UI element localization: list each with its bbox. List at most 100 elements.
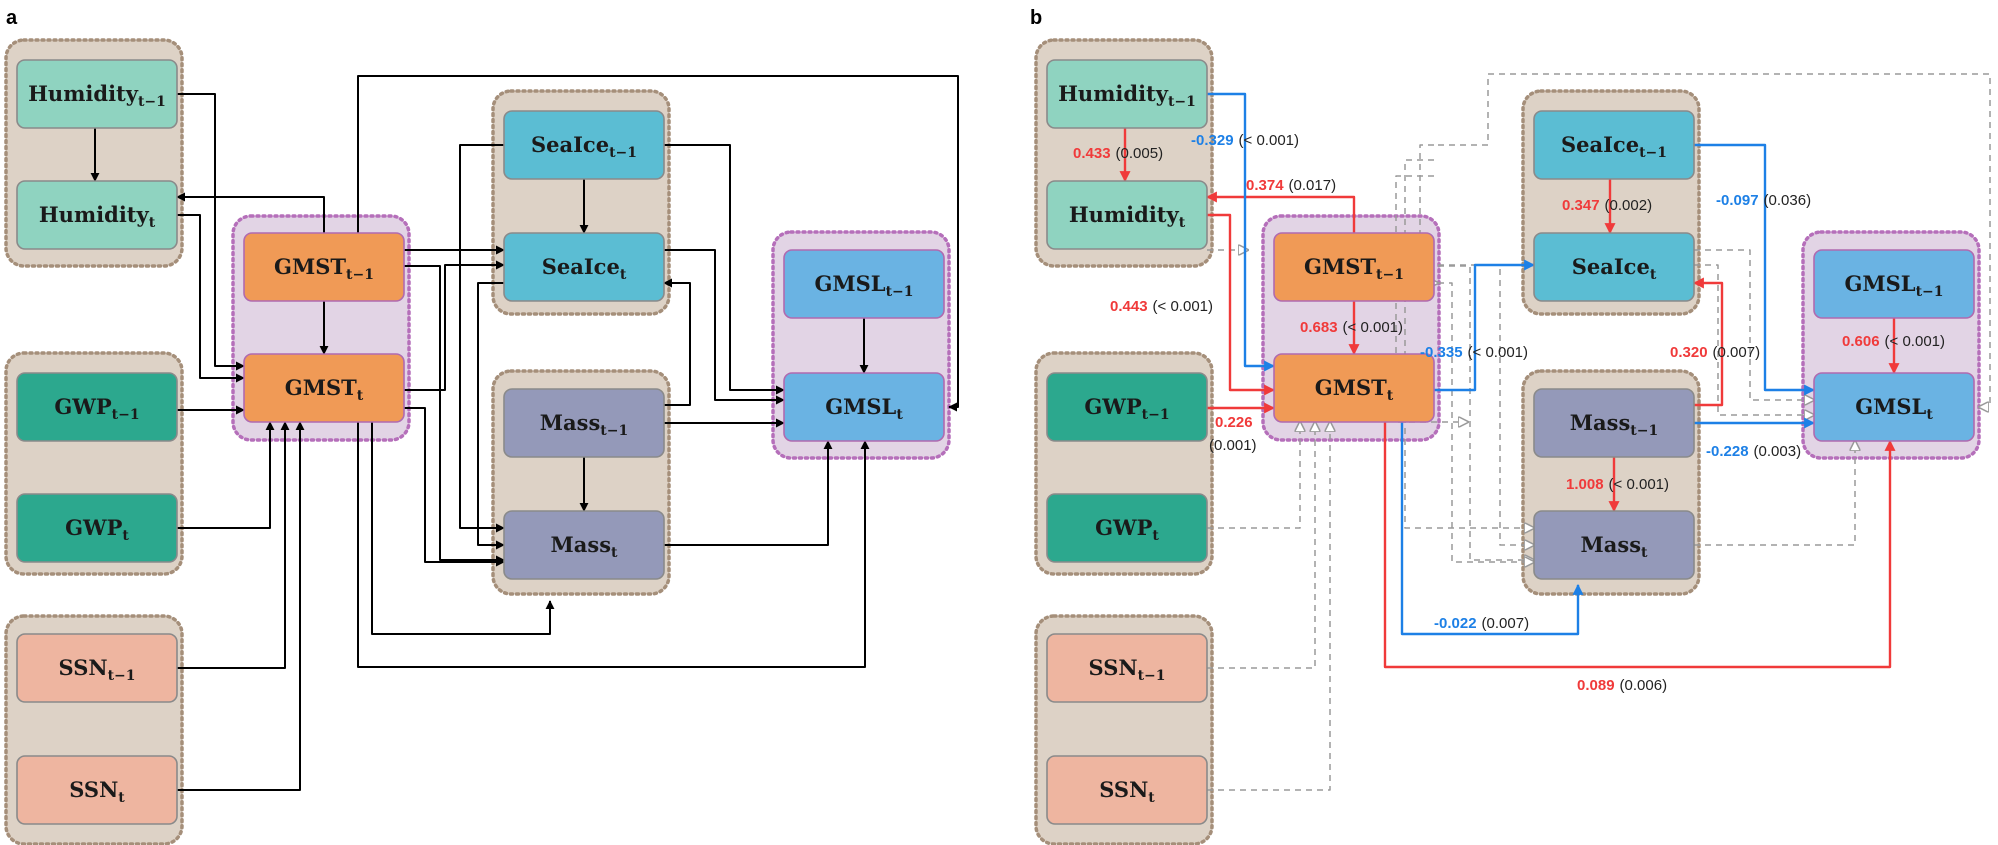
coef-label-mass-seaice: 0.320 (0.007) xyxy=(1670,344,1760,361)
node-box xyxy=(503,110,665,180)
node-gwp-t-a: GWPt xyxy=(16,493,178,563)
edge-mass-prev-to-seaice-t-b xyxy=(1692,277,1724,407)
node-box xyxy=(1046,755,1208,825)
coef-value: -0.022 xyxy=(1434,615,1477,632)
node-gmst-t-b: GMSTt xyxy=(1273,353,1435,423)
node-ssn-prev-b: SSNt−1 xyxy=(1046,633,1208,703)
node-label: GMSTt−1 xyxy=(274,254,374,283)
p-value: (< 0.001) xyxy=(1885,333,1945,350)
coef-label-gwp-gmst: 0.226 xyxy=(1215,414,1253,431)
node-gwp-prev-a: GWPt−1 xyxy=(16,372,178,442)
node-label: SSNt−1 xyxy=(1088,655,1165,684)
coef-label-hum-hum: 0.433(0.005) xyxy=(1073,145,1163,162)
node-humidity-t-b: Humidityt xyxy=(1046,180,1208,250)
p-value: (0.007) xyxy=(1482,615,1530,632)
edge-seaice-t-to-mass-t-a xyxy=(477,282,505,550)
edge-humidity-t-to-gmst-t-b xyxy=(1207,213,1276,396)
coef-label-gmst-mass: -0.022 (0.007) xyxy=(1434,615,1529,632)
node-gmst-prev-b: GMSTt−1 xyxy=(1273,232,1435,302)
coef-label-gmst-gmsl: 0.089 (0.006) xyxy=(1577,677,1667,694)
edge-gmst-t-to-mass-t-b xyxy=(1400,422,1584,636)
node-box xyxy=(1813,249,1975,319)
node-box xyxy=(1046,372,1208,442)
p-value: (0.007) xyxy=(1713,344,1761,361)
coef-value: -0.335 xyxy=(1420,344,1463,361)
edge-ssn-prev-to-gmst-t-b xyxy=(1207,422,1315,669)
node-gwp-t-b: GWPt xyxy=(1046,493,1208,563)
node-label: GWPt−1 xyxy=(54,394,139,423)
node-box xyxy=(243,232,405,302)
edge-ssn-t-to-gmst-t-a xyxy=(177,421,305,791)
node-label: Humidityt−1 xyxy=(28,81,166,110)
node-box xyxy=(1046,493,1208,563)
node-label: SeaIcet−1 xyxy=(531,132,637,161)
node-mass-t-b: Masst xyxy=(1533,510,1695,580)
edge-gmst-t-to-mass-t-a xyxy=(371,422,555,635)
p-value: (0.006) xyxy=(1620,677,1668,694)
node-label: GMSLt−1 xyxy=(1844,271,1943,300)
node-label: SSNt−1 xyxy=(58,655,135,684)
coef-label-gmsl-gmsl: 0.606(< 0.001) xyxy=(1842,333,1945,350)
node-label: GMSLt−1 xyxy=(814,271,913,300)
p-value: (< 0.001) xyxy=(1153,298,1213,315)
coef-value: 0.089 xyxy=(1577,677,1615,694)
coef-label-gmst-gmst: 0.683 (< 0.001) xyxy=(1300,319,1403,336)
p-value: (0.002) xyxy=(1605,197,1653,214)
edge-gmst-t-to-seaice-t-b xyxy=(1434,259,1536,392)
node-box xyxy=(1533,510,1695,580)
p-value: (< 0.001) xyxy=(1609,476,1669,493)
p-value: (< 0.001) xyxy=(1468,344,1528,361)
node-box xyxy=(1046,59,1208,129)
p-value: (< 0.001) xyxy=(1343,319,1403,336)
edge-gmst-t-to-seaice-t-a xyxy=(404,260,505,391)
node-label: GMSTt−1 xyxy=(1304,254,1404,283)
node-box xyxy=(1533,232,1695,302)
edge-seaice-prev-to-seaice-t-alt-b xyxy=(1419,144,1438,283)
edge-ssn-prev-to-gmst-t-a xyxy=(177,421,290,669)
node-box xyxy=(503,510,665,580)
edge-mass-prev-to-seaice-t-a xyxy=(663,278,691,406)
node-box xyxy=(16,493,178,563)
coef-label-gmst-hum: 0.374(0.017) xyxy=(1246,177,1336,194)
node-gmst-prev-a: GMSTt−1 xyxy=(243,232,405,302)
coefficient-label-layer: 0.433(0.005) -0.329(< 0.001) 0.374(0.017) 0… xyxy=(1073,132,1945,694)
node-ssn-prev-a: SSNt−1 xyxy=(16,633,178,703)
node-gmst-t-a: GMSTt xyxy=(243,353,405,423)
node-box xyxy=(783,249,945,319)
node-box xyxy=(16,372,178,442)
edge-gmst-prev-to-humidity-t-b xyxy=(1205,191,1356,233)
edge-gmst-prev-to-gmsl-t-b xyxy=(1438,73,1991,407)
node-ssn-t-a: SSNt xyxy=(16,755,178,825)
coef-label-gmst-seaice: -0.335 (< 0.001) xyxy=(1420,344,1528,361)
node-box xyxy=(16,755,178,825)
edge-gmst-prev-to-humidity-t-a xyxy=(176,192,325,233)
node-box xyxy=(1533,110,1695,180)
edge-seaice-prev-to-mass-t-b xyxy=(1404,159,1534,528)
node-label: SSNt xyxy=(1099,777,1155,806)
coef-value: 0.347 xyxy=(1562,197,1600,214)
edge-mass-t-to-gmsl-t-a xyxy=(664,440,833,546)
panel-label-b: b xyxy=(1030,7,1042,29)
node-label: SeaIcet xyxy=(1572,254,1657,283)
node-seaice-t-a: SeaIcet xyxy=(503,232,665,302)
coef-value: 0.320 xyxy=(1670,344,1708,361)
node-label: GWPt xyxy=(1095,515,1159,544)
node-box xyxy=(16,633,178,703)
edge-humidity-prev-to-gmst-t-b xyxy=(1207,92,1276,372)
edge-humidity-prev-to-gmst-t-a xyxy=(177,93,245,371)
node-humidity-t-a: Humidityt xyxy=(16,180,178,250)
node-label: GMSTt xyxy=(285,375,364,404)
p-value: (0.017) xyxy=(1289,177,1337,194)
node-label: GWPt−1 xyxy=(1084,394,1169,423)
edge-seaice-prev-to-gmsl-t-a xyxy=(664,144,785,395)
coef-label-hum-gmst: -0.329(< 0.001) xyxy=(1191,132,1299,149)
coef-value: 0.683 xyxy=(1300,319,1338,336)
node-label: Humidityt xyxy=(39,202,156,231)
node-mass-prev-a: Masst−1 xyxy=(503,388,665,458)
coef-label-seaice-gmsl: -0.097(0.036) xyxy=(1716,192,1811,209)
edge-layer xyxy=(90,73,1991,791)
edge-ssn-t-to-gmst-t-b xyxy=(1207,422,1330,791)
edge-gmst-t-to-mass-t-upper-b xyxy=(1438,282,1534,562)
